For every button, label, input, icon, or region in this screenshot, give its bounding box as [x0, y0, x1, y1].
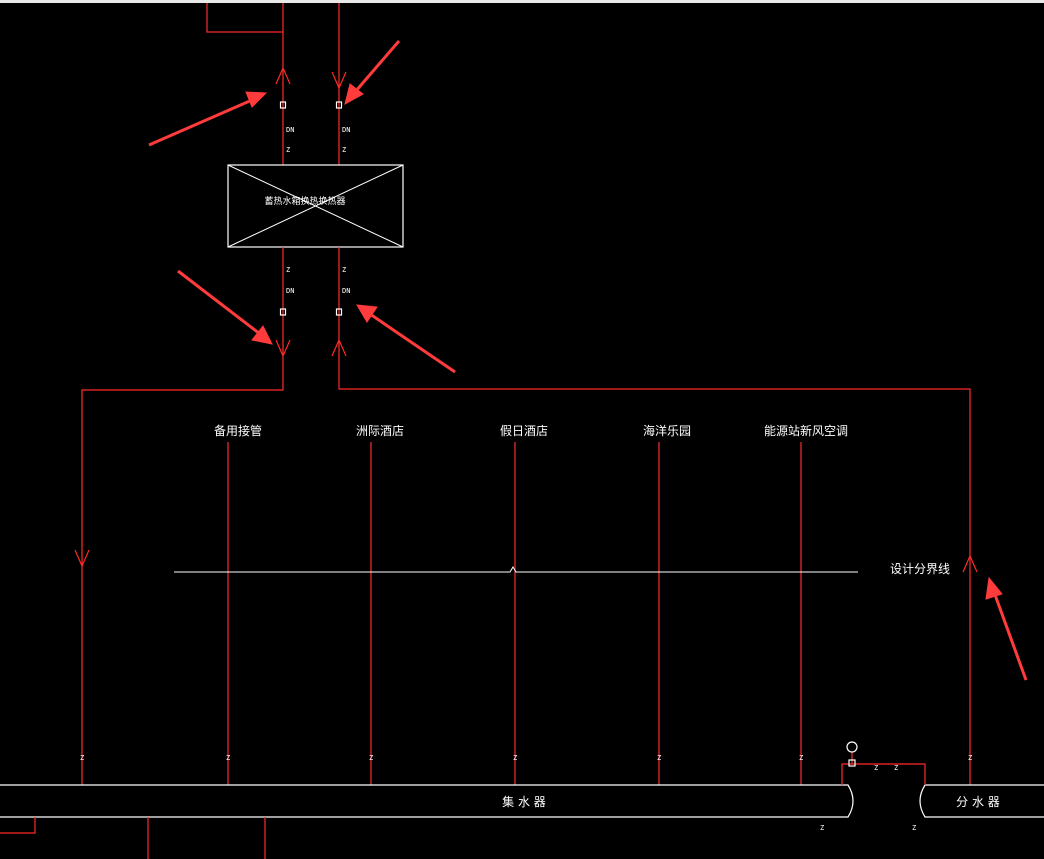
valve-icon	[848, 759, 856, 767]
annotation-arrow-icon	[344, 40, 401, 105]
branch-labels: 备用接管 洲际酒店 假日酒店 海洋乐园 能源站新风空调	[214, 423, 848, 438]
supply-pipe-to-collector	[81, 247, 284, 785]
pipe-tag-z: Z	[968, 754, 972, 762]
water-distributor	[919, 784, 1044, 818]
flow-arrow-down-icon	[275, 339, 291, 358]
flow-arrow-up-icon	[962, 554, 978, 573]
pipe-tag-z: Z	[342, 266, 346, 274]
lower-pipe-tags: Z DN Z DN	[286, 266, 350, 295]
annotation-arrow-icon	[177, 269, 273, 345]
distributor-label: 分 水 器	[956, 795, 1000, 809]
design-boundary: 设计分界线	[174, 562, 950, 576]
branch-label: 能源站新风空调	[764, 423, 848, 438]
pipe-tag-dn: DN	[286, 126, 294, 134]
top-border-strip	[0, 0, 1044, 3]
header-bypass	[841, 741, 926, 785]
pipe-tag-dn: DN	[286, 287, 294, 295]
annotation-arrows	[148, 40, 1028, 681]
bypass-tags: Z Z	[874, 764, 898, 772]
pipe-tag-z: Z	[820, 824, 824, 832]
pipe-tag-z: Z	[369, 754, 373, 762]
collector-stubs	[0, 817, 266, 859]
branch-z-tags: Z Z Z Z Z Z Z	[80, 754, 972, 762]
branch-label: 假日酒店	[500, 424, 548, 438]
stub-tags: Z Z	[820, 824, 916, 832]
pipe-tag-dn: DN	[342, 126, 350, 134]
pipe-tag-dn: DN	[342, 287, 350, 295]
flow-arrow-up-icon	[275, 66, 291, 85]
water-collector	[0, 784, 854, 818]
lower-pipes	[74, 247, 978, 785]
annotation-arrow-icon	[985, 576, 1028, 681]
pipe-tag-z: Z	[657, 754, 661, 762]
design-boundary-line	[174, 566, 858, 573]
pipe-tag-z: Z	[799, 754, 803, 762]
pipe-tag-z: Z	[874, 764, 878, 772]
pipe-tag-z: Z	[513, 754, 517, 762]
flow-arrow-down-icon	[74, 549, 90, 568]
collector-label: 集 水 器	[502, 794, 546, 809]
pipe-tag-z: Z	[912, 824, 916, 832]
design-boundary-label: 设计分界线	[890, 562, 950, 576]
heat-exchanger: 蓄热水箱换热换热器	[227, 164, 404, 248]
pipe-tag-z: Z	[226, 754, 230, 762]
branch-label: 海洋乐园	[643, 423, 691, 438]
branch-label: 备用接管	[214, 423, 262, 438]
pipe-tag-z: Z	[80, 754, 84, 762]
flow-arrow-up-icon	[331, 338, 347, 357]
annotation-arrow-icon	[356, 304, 456, 374]
pressure-gauge-icon	[846, 741, 858, 753]
headers: 集 水 器 分 水 器	[0, 784, 1044, 818]
top-pipe-tags: DN Z DN Z	[286, 126, 350, 154]
return-pipe-from-distributor	[338, 247, 971, 785]
top-pipes	[206, 3, 347, 165]
pipe-tag-z: Z	[286, 146, 290, 154]
pipe-tag-z: Z	[894, 764, 898, 772]
valve-icon	[335, 308, 343, 316]
pipe-tag-z: Z	[286, 266, 290, 274]
heat-exchanger-label: 蓄热水箱换热换热器	[264, 195, 345, 207]
pipe-tag-z: Z	[342, 146, 346, 154]
valve-icon	[335, 101, 343, 109]
bypass-pipe	[841, 763, 926, 785]
heat-exchanger-cross-line	[227, 164, 404, 248]
valve-icon	[279, 308, 287, 316]
top-left-pipe-branch	[206, 3, 283, 33]
flow-arrow-down-icon	[331, 71, 347, 90]
annotation-arrow-icon	[148, 91, 268, 147]
branch-label: 洲际酒店	[356, 424, 404, 438]
valve-icon	[279, 101, 287, 109]
heat-exchanger-box	[227, 164, 404, 248]
branch-lines	[227, 442, 802, 785]
